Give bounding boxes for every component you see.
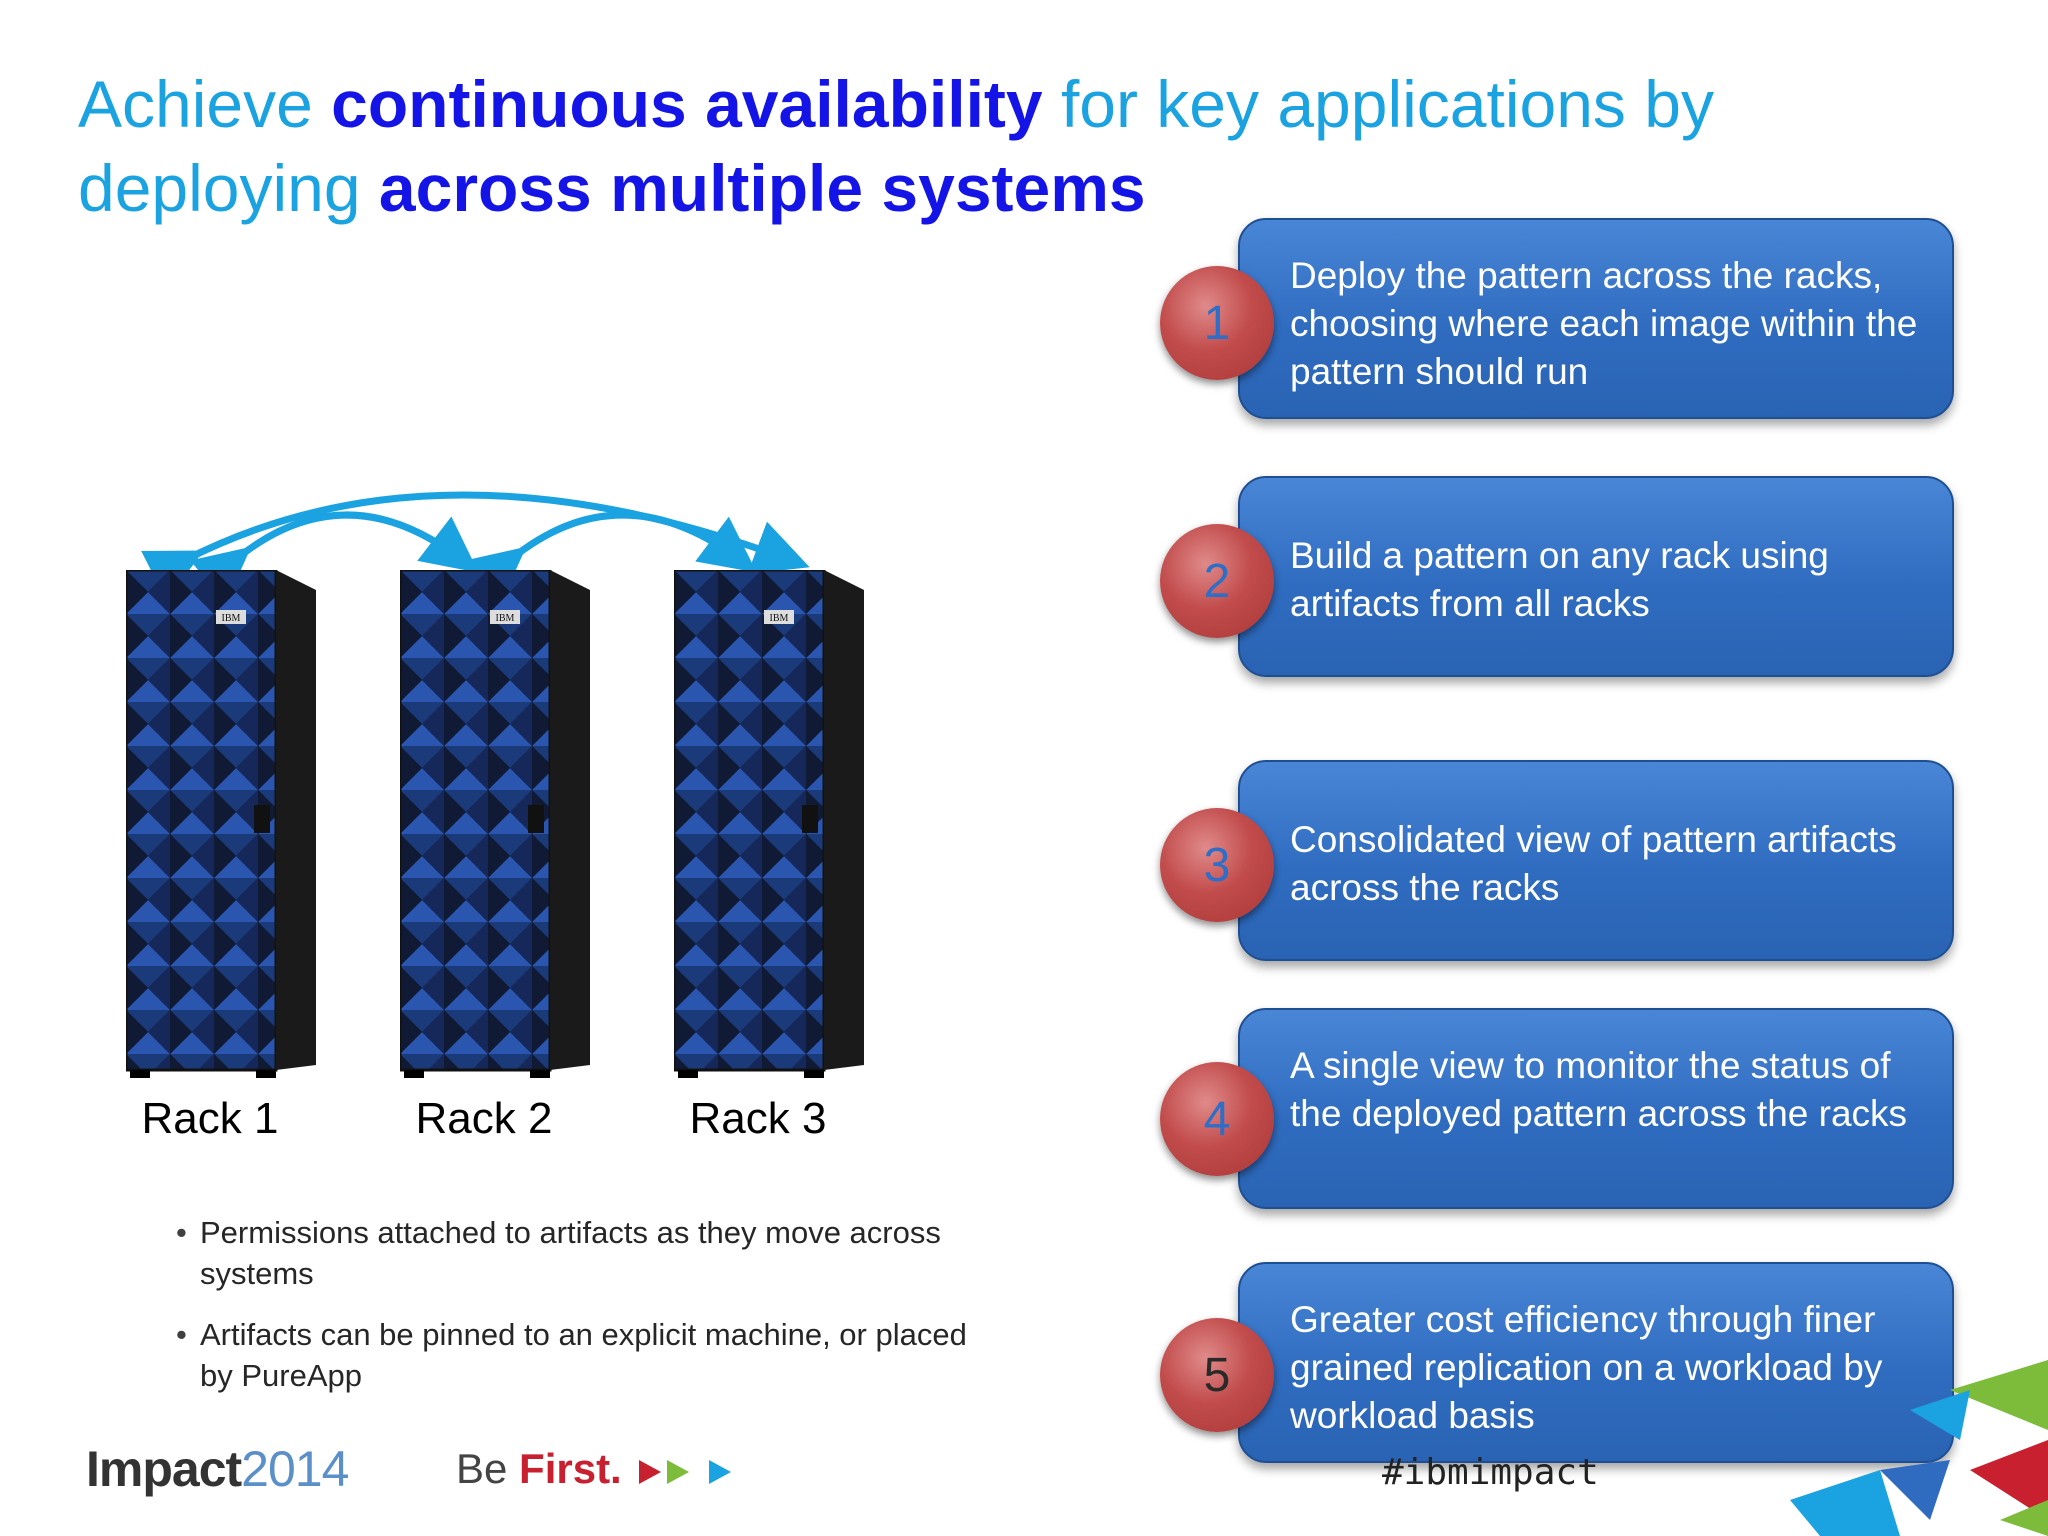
slide-title: Achieve continuous availability for key … [78,62,1778,230]
rack-1-label: Rack 1 [141,1094,279,1143]
step-2-text: Build a pattern on any rack using artifa… [1290,535,1829,624]
step-5-text: Greater cost efficiency through finer gr… [1290,1299,1883,1436]
step-5-box [1238,1262,1954,1463]
step-1: 1 Deploy the pattern across the racks, c… [1160,218,1958,423]
step-2-box [1238,476,1954,677]
rack-2-label: Rack 2 [415,1094,553,1143]
be-first-logo: Be First. [456,1445,732,1493]
title-part-2: for key applications by [1042,67,1714,141]
step-3-text: Consolidated view of pattern artifacts a… [1290,819,1897,908]
impact-2014-logo: Impact2014 [86,1441,349,1497]
step-3: 3 Consolidated view of pattern artifacts… [1160,760,1958,965]
step-1-number-badge: 1 [1160,266,1274,380]
step-4: 4 A single view to monitor the status of… [1160,1008,1958,1213]
triangle-green-icon [667,1459,690,1484]
bullet-item: Permissions attached to artifacts as the… [176,1212,976,1294]
step-4-box [1238,1008,1954,1209]
step-5-number-badge: 5 [1160,1318,1274,1432]
rack-1-image: IBM [126,570,316,1078]
step-3-box [1238,760,1954,961]
step-4-text: A single view to monitor the status of t… [1290,1045,1908,1134]
arrow-rack1-rack3 [141,491,810,600]
hashtag: #ibmimpact [1382,1452,1599,1493]
rack-2-image: IBM [400,570,590,1078]
step-1-box [1238,218,1954,419]
bullet-item: Artifacts can be pinned to an explicit m… [176,1314,976,1396]
arrow-rack1-rack2 [190,511,479,600]
svg-text:IBM: IBM [770,613,789,624]
step-1-text: Deploy the pattern across the racks, cho… [1290,255,1918,392]
svg-text:IBM: IBM [222,613,241,624]
title-emphasis-2: across multiple systems [378,151,1146,225]
triangle-blue-icon [709,1459,732,1484]
racks-diagram: IBM Rack 1 IBM Rack 2 IBM Rack 3 [100,460,1000,1180]
bullet-list: Permissions attached to artifacts as the… [176,1212,976,1416]
step-3-number-badge: 3 [1160,808,1274,922]
title-emphasis-1: continuous availability [331,67,1043,141]
rack-3-label: Rack 3 [689,1094,827,1143]
title-part-1: Achieve [78,67,332,141]
decorative-shapes [1790,1360,2048,1536]
triangle-red-icon [639,1459,662,1484]
svg-text:IBM: IBM [496,613,515,624]
step-5: 5 Greater cost efficiency through finer … [1160,1262,1958,1467]
title-part-3: deploying [78,151,379,225]
step-2: 2 Build a pattern on any rack using arti… [1160,476,1958,681]
step-4-number-badge: 4 [1160,1062,1274,1176]
rack-3-image: IBM [674,570,864,1078]
step-2-number-badge: 2 [1160,524,1274,638]
replication-arrows [141,491,810,600]
arrow-rack2-rack3 [465,511,757,600]
